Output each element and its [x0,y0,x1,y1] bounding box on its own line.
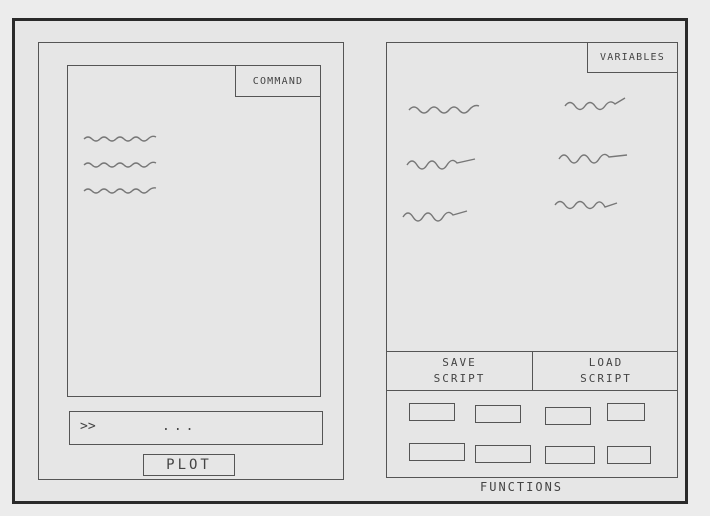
function-button-4[interactable] [607,403,645,421]
variables-panel: VARIABLES SAVE SCRIPT LOAD SCRIPT [386,42,678,478]
app-window [12,18,688,504]
load-script-button[interactable]: LOAD SCRIPT [533,352,679,390]
variable-value-1 [564,97,626,111]
function-button-3[interactable] [545,407,591,425]
function-button-5[interactable] [409,443,465,461]
function-button-1[interactable] [409,403,455,421]
function-button-6[interactable] [475,445,531,463]
script-actions-row: SAVE SCRIPT LOAD SCRIPT [387,351,677,391]
load-script-label-line1: LOAD [588,356,624,369]
variable-value-3 [554,200,618,210]
load-script-label-line2: SCRIPT [580,372,632,385]
command-history-line-1 [83,135,157,142]
save-script-label-line1: SAVE [442,356,477,369]
variable-name-3 [402,210,468,222]
prompt-symbol: >> [80,419,96,434]
command-input-placeholder: ... [162,419,198,434]
command-tab[interactable]: COMMAND [235,65,321,97]
function-button-8[interactable] [607,446,651,464]
command-history-line-2 [83,161,157,168]
command-panel: COMMAND >> ... PLOT [38,42,344,480]
variable-value-2 [558,153,628,164]
functions-label: FUNCTIONS [480,480,564,494]
command-history-area: COMMAND [67,65,321,397]
command-input[interactable]: >> ... [69,411,323,445]
function-button-2[interactable] [475,405,521,423]
plot-button[interactable]: PLOT [143,454,235,476]
function-button-7[interactable] [545,446,595,464]
variable-name-1 [408,104,480,114]
command-history-line-3 [83,187,157,194]
variables-area: VARIABLES [387,43,677,351]
variable-name-2 [406,158,476,170]
variables-tab[interactable]: VARIABLES [587,43,677,73]
save-script-label-line2: SCRIPT [433,372,486,385]
save-script-button[interactable]: SAVE SCRIPT [387,352,533,390]
